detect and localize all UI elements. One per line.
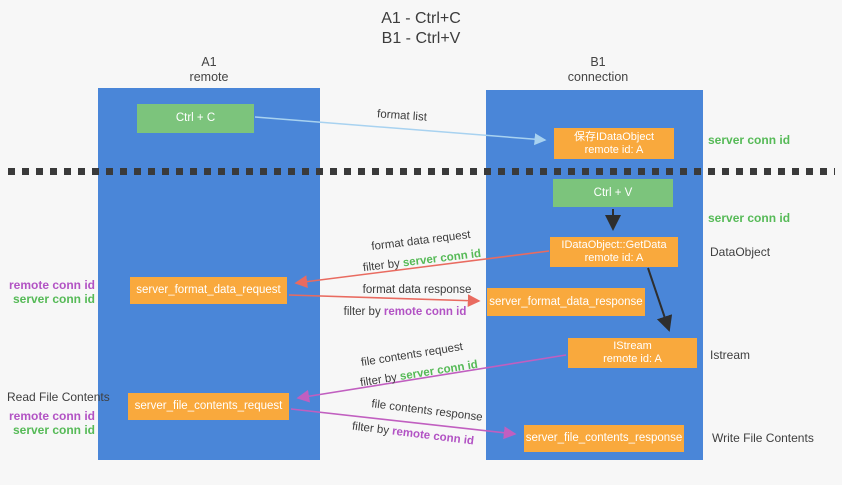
annotation-server-conn-id-top: server conn id	[708, 133, 791, 147]
annotation-write-file-contents: Write File Contents	[712, 431, 814, 445]
node-server-format-data-response: server_format_data_response	[487, 288, 645, 316]
annotation-server-conn-id-left-top: server conn id	[12, 292, 95, 306]
annotation-read-file-contents: Read File Contents	[7, 390, 110, 404]
label-format-data-response: format data response	[362, 284, 472, 296]
node-server-file-contents-response: server_file_contents_response	[524, 425, 684, 452]
node-ctrl-v: Ctrl + V	[553, 179, 673, 207]
lane-a1-role: remote	[189, 70, 229, 84]
node-format-request-label: server_format_data_request	[136, 284, 281, 296]
lane-a1-name: A1	[201, 55, 217, 69]
node-ctrl-c-label: Ctrl + C	[175, 112, 216, 124]
node-save-idataobject: 保存IDataObject remote id: A	[554, 128, 674, 159]
filter-by-text: filter by	[343, 306, 381, 318]
getdata-to-istream-arrow	[647, 267, 673, 332]
node-ctrl-v-label: Ctrl + V	[593, 186, 633, 199]
lane-b1-role: connection	[567, 70, 629, 84]
diagram-title: A1 - Ctrl+C B1 - Ctrl+V	[0, 9, 842, 49]
node-file-response-label: server_file_contents_response	[525, 432, 683, 444]
annotation-istream: Istream	[710, 348, 751, 362]
node-file-request-label: server_file_contents_request	[134, 400, 283, 412]
annotation-remote-conn-id-bottom: remote conn id	[8, 409, 95, 423]
lane-header-b1: B1 connection	[528, 55, 668, 85]
label-filter-by-remote-conn-id-1: filter by remote conn id	[344, 306, 467, 318]
remote-conn-id-text: remote conn id	[383, 306, 467, 318]
node-idataobject-getdata: IDataObject::GetData remote id: A	[550, 237, 678, 267]
format-list-arrow	[254, 116, 547, 146]
annotation-dataobject: DataObject	[710, 245, 771, 259]
node-istream-line1: IStream	[613, 340, 652, 352]
node-istream: IStream remote id: A	[568, 338, 697, 368]
file-contents-response-arrow	[290, 408, 517, 440]
annotation-server-conn-id-mid: server conn id	[708, 211, 791, 225]
node-save-idataobject-line1: 保存IDataObject	[573, 130, 655, 143]
format-data-request-arrow	[294, 250, 550, 288]
file-contents-request-arrow	[296, 354, 567, 403]
node-getdata-line1: IDataObject::GetData	[561, 239, 667, 251]
annotation-server-conn-id-left-bottom: server conn id	[12, 423, 95, 437]
title-line-1: A1 - Ctrl+C	[381, 10, 461, 27]
copy-paste-boundary-separator	[8, 168, 835, 175]
annotation-remote-conn-id-top: remote conn id	[8, 278, 95, 292]
node-save-idataobject-line2: remote id: A	[584, 143, 644, 156]
title-line-2: B1 - Ctrl+V	[381, 30, 461, 47]
format-data-response-arrow	[288, 294, 481, 308]
node-ctrl-c: Ctrl + C	[137, 104, 254, 133]
node-getdata-line2: remote id: A	[584, 252, 644, 264]
lane-header-a1: A1 remote	[139, 55, 279, 85]
node-server-file-contents-request: server_file_contents_request	[128, 393, 289, 420]
node-istream-line2: remote id: A	[603, 353, 662, 365]
node-format-response-label: server_format_data_response	[489, 295, 643, 308]
lane-b1-name: B1	[590, 55, 606, 69]
node-server-format-data-request: server_format_data_request	[130, 277, 287, 304]
